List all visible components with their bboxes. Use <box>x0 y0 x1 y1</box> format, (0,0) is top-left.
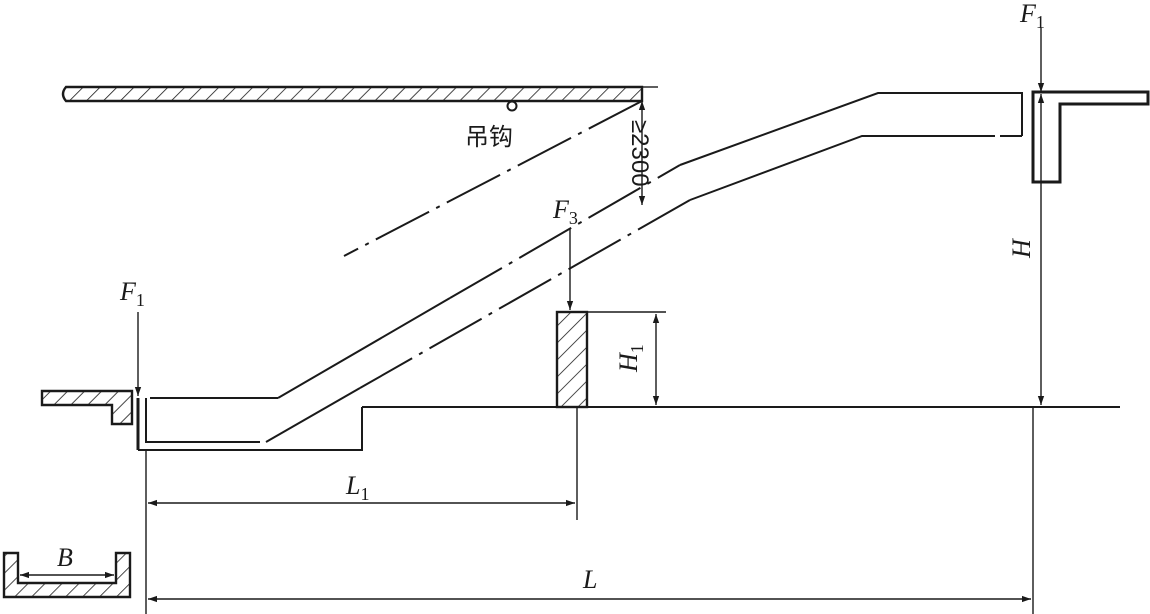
L1-label: L1 <box>345 471 369 504</box>
truss-cross-section <box>2 551 132 599</box>
intermediate-support <box>555 310 589 409</box>
F1-left-label: F1 <box>119 277 145 310</box>
F1-right-label: F1 <box>1019 0 1045 32</box>
ceiling-projection-line <box>343 100 643 257</box>
upper-landing-slab <box>1031 90 1150 184</box>
B-label: B <box>57 543 73 572</box>
lifting-hook-icon <box>506 100 518 112</box>
lower-landing-slab <box>40 389 134 426</box>
clearance-dimension <box>638 86 658 205</box>
L1-dimension <box>145 407 578 614</box>
H1-dimension <box>588 311 666 405</box>
L-dimension <box>148 407 1034 614</box>
H-label: H <box>1007 238 1036 259</box>
hook-label: 吊钩 <box>465 123 513 151</box>
F3-label: F3 <box>552 195 578 228</box>
clearance-label: ≥2300 <box>626 120 653 187</box>
ceiling-slab <box>61 85 644 112</box>
L-label: L <box>582 565 597 594</box>
H1-label: H1 <box>614 344 647 373</box>
escalator-truss <box>138 92 1023 451</box>
